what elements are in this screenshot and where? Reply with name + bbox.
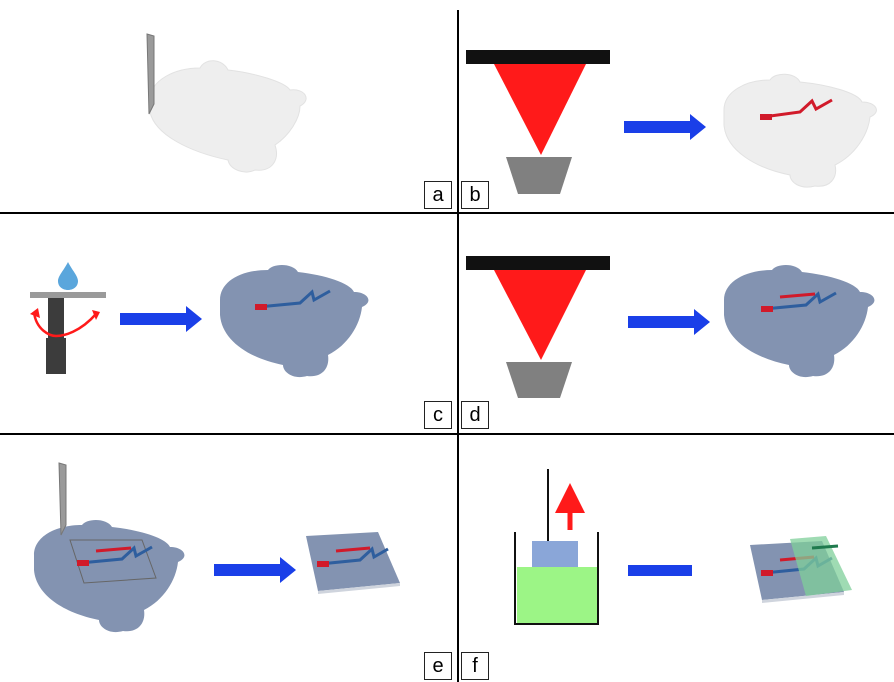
channel-port: [761, 306, 773, 312]
channel-blue: [257, 289, 331, 309]
arrow-icon: [628, 309, 710, 335]
cover-layer: [790, 536, 852, 596]
channel-port: [317, 561, 329, 567]
panel-label-c: c: [424, 401, 452, 429]
substrate-wafer: [723, 73, 877, 188]
coated-wafer: [34, 519, 185, 633]
chip-edge: [318, 583, 400, 594]
laser-source-icon: [466, 256, 610, 270]
panel-d: [466, 256, 875, 398]
panel-label-e: e: [424, 652, 452, 680]
channel-blue: [79, 545, 153, 565]
chip-edge: [762, 592, 844, 603]
blade-icon: [58, 462, 67, 536]
arrow-icon: [120, 306, 202, 332]
arrow-icon: [628, 565, 692, 576]
liquid: [517, 567, 597, 623]
channel-red: [95, 546, 132, 553]
panel-label-f: f: [461, 652, 489, 680]
blade-icon: [146, 33, 155, 115]
channel-blue: [319, 546, 389, 566]
laser-beam: [494, 64, 586, 155]
channel-blue: [763, 291, 837, 311]
arrow-icon: [624, 114, 706, 140]
channel-red: [762, 98, 833, 119]
arrow-icon: [214, 557, 296, 583]
channel-red: [335, 546, 371, 553]
channel-port: [761, 570, 773, 576]
rotation-arrow-icon: [32, 311, 97, 338]
cut-outline: [69, 539, 157, 584]
lens-icon: [506, 362, 572, 398]
laser-beam: [494, 270, 586, 360]
spin-shaft: [48, 298, 64, 338]
spin-motor: [46, 338, 66, 374]
channel-port: [255, 304, 267, 310]
channel-red: [779, 292, 816, 299]
channel-port: [77, 560, 89, 566]
panel-label-d: d: [461, 401, 489, 429]
panel-f: [514, 469, 852, 625]
water-drop-icon: [58, 262, 78, 290]
lens-icon: [506, 157, 572, 194]
panel-e: [34, 462, 400, 633]
coated-wafer: [724, 264, 875, 378]
channel-green: [811, 544, 839, 550]
coated-wafer: [220, 264, 369, 378]
panel-c: [30, 262, 369, 378]
spin-plate: [30, 292, 106, 298]
panel-b: [466, 50, 877, 194]
channel-port: [760, 114, 772, 120]
laser-source-icon: [466, 50, 610, 64]
panel-grid: [0, 10, 894, 682]
panel-label-a: a: [424, 181, 452, 209]
panel-label-b: b: [461, 181, 489, 209]
beaker-icon: [514, 532, 599, 625]
sample-block: [532, 541, 578, 567]
panel-a: [146, 33, 307, 173]
substrate-wafer: [149, 60, 307, 173]
